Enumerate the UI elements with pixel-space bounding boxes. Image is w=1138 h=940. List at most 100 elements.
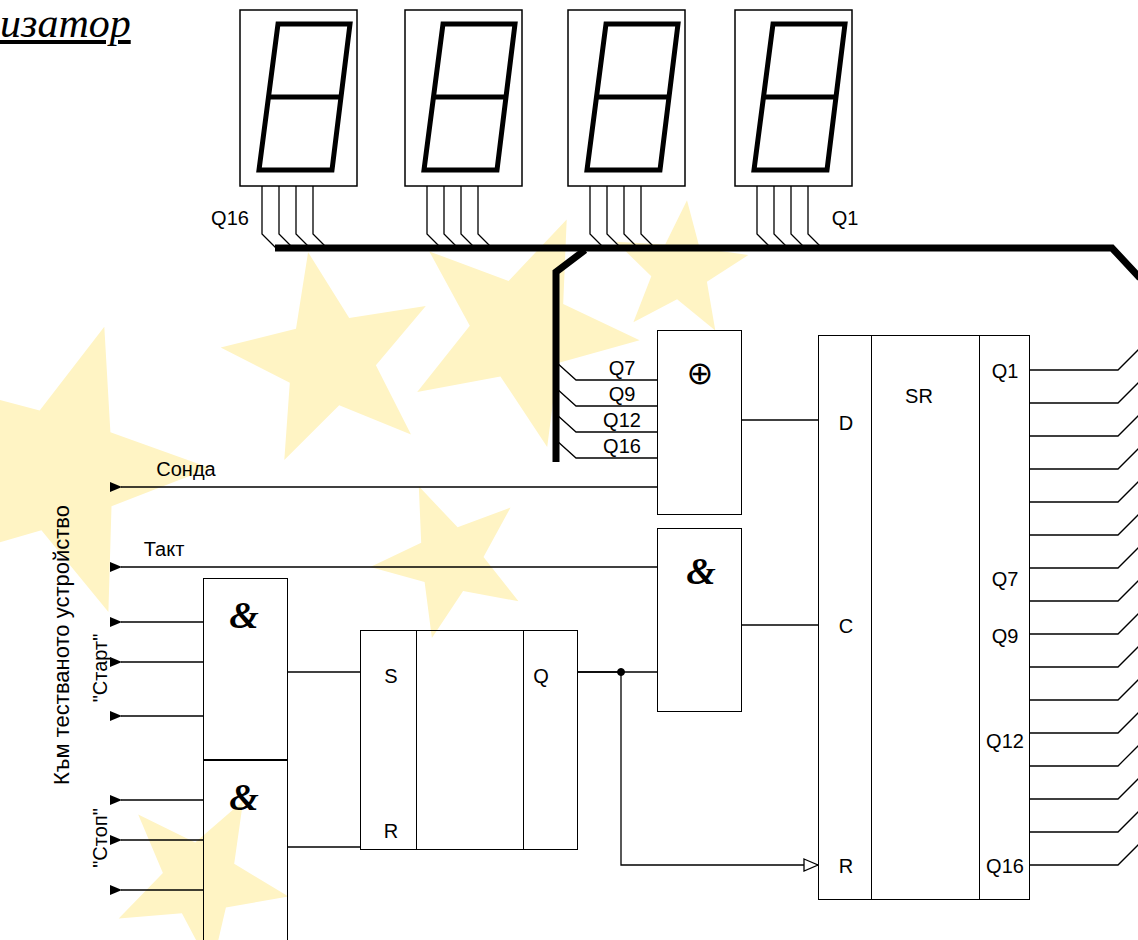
- signal-line: [121, 715, 203, 716]
- register-output: [1030, 678, 1138, 700]
- register-output: [1030, 348, 1138, 370]
- connector: [288, 671, 360, 672]
- signal-name: Такт: [144, 539, 185, 559]
- title: изатор: [0, 2, 131, 44]
- display-pin: [791, 186, 805, 248]
- signal-name: Q12: [603, 410, 641, 430]
- pin-label: Q: [533, 666, 549, 686]
- pin-label: R: [839, 856, 853, 876]
- box-divider: [523, 631, 524, 849]
- gate-symbol: ⊕: [687, 357, 714, 389]
- signal-name: "Старт": [90, 634, 110, 703]
- bus: [275, 248, 1138, 278]
- seven-segment-digit: [754, 24, 845, 170]
- register-output: [1030, 480, 1138, 502]
- pin-label: S: [384, 666, 397, 686]
- display-pin: [262, 186, 276, 248]
- rs-flip-flop: S R Q: [360, 630, 578, 850]
- bus-tap: [556, 362, 657, 380]
- display-pin: [313, 186, 327, 248]
- register-output: [1030, 414, 1138, 436]
- seven-segment-digit: [596, 95, 669, 100]
- display-pin: [808, 186, 822, 248]
- signal-line: [121, 889, 203, 890]
- signal-line: [121, 839, 203, 840]
- display-pin: [757, 186, 771, 248]
- display-pin: [444, 186, 458, 248]
- display-pin: [296, 186, 310, 248]
- pin-label: R: [384, 821, 398, 841]
- display-pin: [279, 186, 293, 248]
- pin-label: Q1: [992, 361, 1019, 381]
- display-housing: [735, 10, 852, 186]
- signal-line: [121, 621, 203, 622]
- signal-name: Сонда: [156, 459, 215, 479]
- display-pin: [478, 186, 492, 248]
- register-output: [1030, 744, 1138, 766]
- register-output: [1030, 777, 1138, 799]
- seven-segment-digit: [763, 95, 836, 100]
- signal-name: Q7: [609, 358, 636, 378]
- pin-label: Q12: [986, 731, 1024, 751]
- seven-segment-digit: [268, 95, 341, 100]
- register-output: [1030, 381, 1138, 403]
- pin-label: Q9: [992, 626, 1019, 646]
- and-gate: &: [657, 528, 742, 712]
- display-pin: [641, 186, 655, 248]
- register-output: [1030, 843, 1138, 865]
- box-divider: [979, 336, 980, 899]
- signal-name: "Стоп": [90, 808, 110, 868]
- pin-label: SR: [905, 386, 933, 406]
- display-pin: [590, 186, 604, 248]
- watermark-star: [370, 486, 518, 638]
- pin-label: C: [839, 616, 853, 636]
- signal-line: [121, 661, 203, 662]
- seven-segment-digit: [587, 24, 678, 170]
- side-caption: Към тестваното устройство: [51, 505, 73, 785]
- seven-segment-digit: [424, 24, 515, 170]
- display-pin: [774, 186, 788, 248]
- register-output: [1030, 447, 1138, 469]
- display-housing: [568, 10, 685, 186]
- connector: [742, 419, 818, 420]
- signal-name: Q16: [211, 208, 249, 228]
- display-pin: [427, 186, 441, 248]
- connector: [742, 624, 818, 625]
- and-gate: &: [203, 760, 288, 940]
- shift-register: SR D C R Q1Q7Q9Q12Q16: [818, 335, 1030, 900]
- register-output: [1030, 645, 1138, 667]
- display-pin: [461, 186, 475, 248]
- display-housing: [405, 10, 522, 186]
- watermark-star: [616, 200, 749, 330]
- display-housing: [240, 10, 357, 186]
- xor-gate: ⊕: [657, 330, 742, 515]
- display-pin: [624, 186, 638, 248]
- signal-name: Q1: [832, 208, 859, 228]
- pin-label: Q7: [992, 569, 1019, 589]
- register-output: [1030, 546, 1138, 568]
- display-pin: [607, 186, 621, 248]
- register-output: [1030, 513, 1138, 535]
- register-output: [1030, 810, 1138, 832]
- register-output: [1030, 612, 1138, 634]
- pin-label: D: [839, 413, 853, 433]
- gate-symbol: &: [686, 552, 716, 590]
- signal-line: [121, 799, 203, 800]
- connector: [578, 672, 818, 865]
- signal-name: Q16: [603, 436, 641, 456]
- seven-segment-digit: [259, 24, 350, 170]
- signal-line: [121, 566, 657, 567]
- bus: [556, 250, 585, 462]
- watermark-star: [221, 252, 426, 460]
- box-divider: [871, 336, 872, 899]
- signal-line: [121, 486, 657, 487]
- connector: [288, 846, 360, 847]
- bus-tap: [556, 388, 657, 406]
- register-output: [1030, 579, 1138, 601]
- box-divider: [416, 631, 417, 849]
- gate-symbol: &: [229, 778, 259, 816]
- and-gate: &: [203, 578, 288, 760]
- pin-label: Q16: [986, 856, 1024, 876]
- signal-name: Q9: [609, 384, 636, 404]
